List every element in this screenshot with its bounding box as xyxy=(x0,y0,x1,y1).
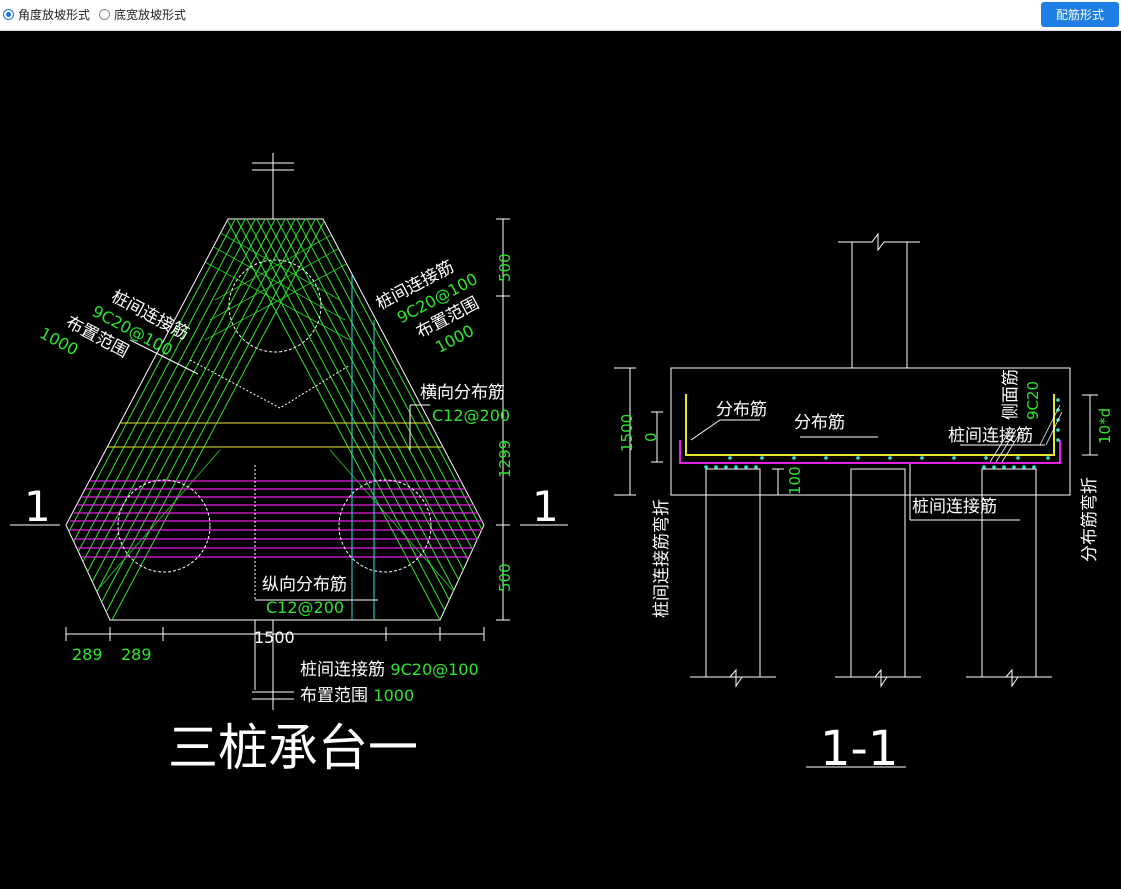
dim-bottom-left-2: 289 xyxy=(121,645,152,664)
plan-view: 1 1 桩间连接筋 9C20@100 布置范围 1000 桩间连接筋 9C20@… xyxy=(10,153,568,777)
pile-circle-top xyxy=(228,259,322,353)
dim-right-top: 500 xyxy=(496,253,514,282)
section-mark-left: 1 xyxy=(24,482,51,531)
pile-circle-right xyxy=(338,479,432,573)
dim-10d: 10*d xyxy=(1096,408,1114,444)
longitudinal-bar-spec: C12@200 xyxy=(266,598,344,617)
section-view: 分布筋 分布筋 桩间连接筋 桩间连接筋 侧面筋 9C20 桩间连接筋弯折 分布筋… xyxy=(614,232,1114,777)
section-connect-bar-bottom: 桩间连接筋 xyxy=(912,497,997,517)
reinforce-form-button[interactable]: 配筋形式 xyxy=(1041,2,1119,27)
longitudinal-bar-name: 纵向分布筋 xyxy=(262,575,347,595)
section-dist-bar-2: 分布筋 xyxy=(794,413,845,433)
dim-bottom-center: 1500 xyxy=(254,628,295,647)
radio-dot[interactable] xyxy=(99,8,110,20)
toolbar: 角度放坡形式 底宽放坡形式 配筋形式 xyxy=(0,0,1121,31)
dim-right-mid: 1299 xyxy=(496,440,514,478)
plan-title: 三桩承台一 xyxy=(168,719,418,777)
section-mark-right: 1 xyxy=(532,482,559,531)
transverse-bar-name: 横向分布筋 xyxy=(420,383,505,403)
dim-zero: 0 xyxy=(642,432,660,442)
right-label-group: 桩间连接筋 9C20@100 布置范围 1000 xyxy=(373,257,483,357)
transverse-bar-spec: C12@200 xyxy=(432,406,510,425)
dim-100: 100 xyxy=(786,466,804,495)
radio-angle-slope[interactable]: 角度放坡形式 xyxy=(3,5,90,23)
radio-width-slope[interactable]: 底宽放坡形式 xyxy=(99,5,186,23)
side-bar-spec: 9C20 xyxy=(1024,381,1042,420)
dim-bottom-left: 289 xyxy=(72,645,103,664)
right-vertical-label: 分布筋弯折 xyxy=(1080,477,1100,562)
pile-circle-left xyxy=(117,479,211,573)
radio-dot-checked[interactable] xyxy=(3,8,14,20)
section-dist-bar-1: 分布筋 xyxy=(716,400,767,420)
bottom-label-name: 桩间连接筋 9C20@100 xyxy=(300,660,479,680)
dim-height: 1500 xyxy=(618,414,636,452)
dim-right-bottom: 500 xyxy=(496,563,514,592)
radio-width-slope-label: 底宽放坡形式 xyxy=(114,7,187,22)
cad-drawing: 1 1 桩间连接筋 9C20@100 布置范围 1000 桩间连接筋 9C20@… xyxy=(10,153,1114,777)
section-connect-bar-top: 桩间连接筋 xyxy=(948,426,1033,446)
section-title: 1-1 xyxy=(820,721,898,777)
radio-angle-slope-label: 角度放坡形式 xyxy=(18,7,91,22)
side-bar-name: 侧面筋 xyxy=(1001,369,1021,420)
left-vertical-label: 桩间连接筋弯折 xyxy=(652,499,672,618)
bottom-label-range: 布置范围 1000 xyxy=(300,686,414,706)
